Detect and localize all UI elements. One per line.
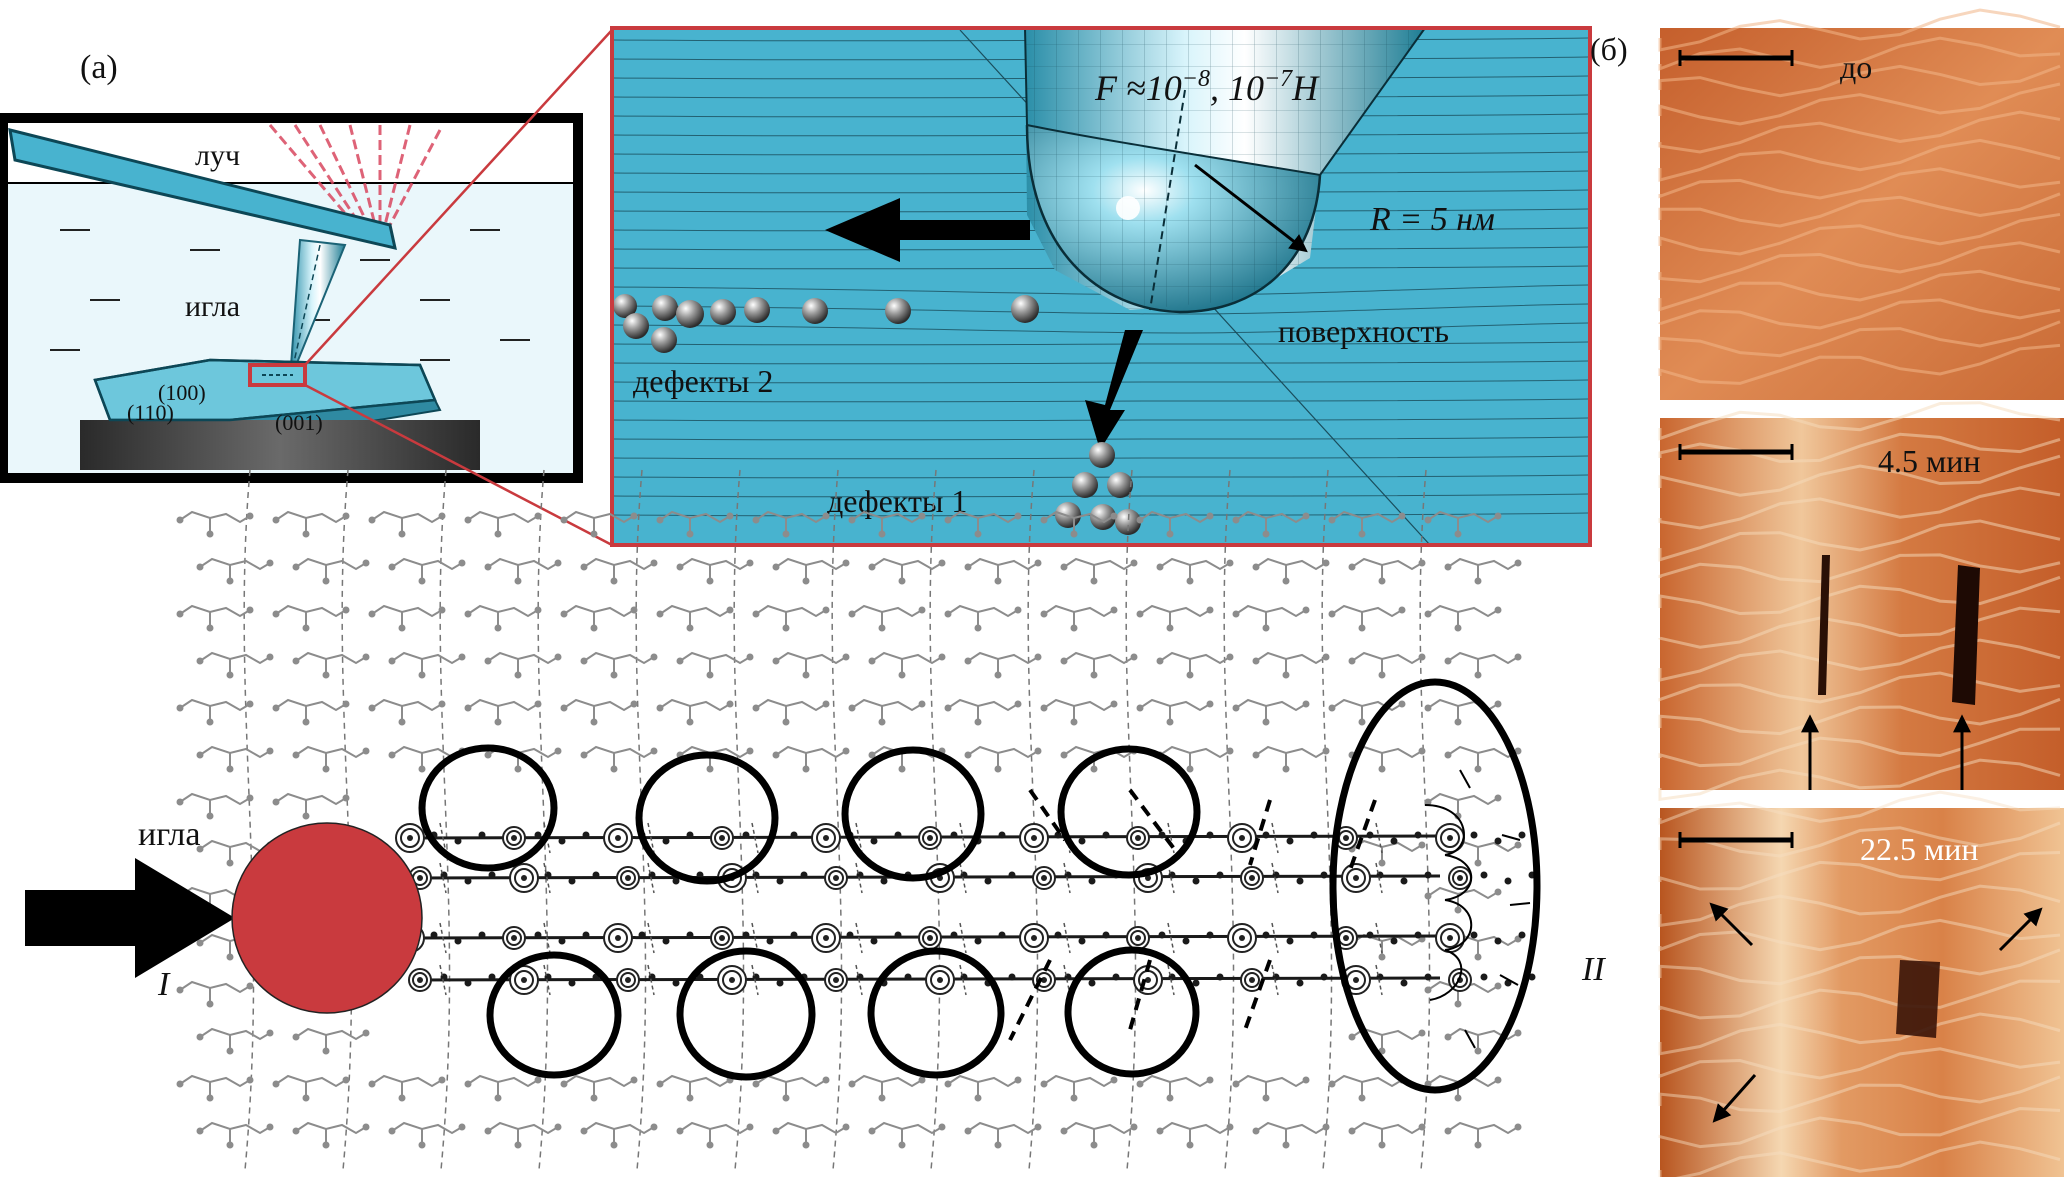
zoom-connectors: [304, 29, 613, 547]
cantilever: [8, 127, 397, 250]
defects-1-label: дефекты 1: [827, 483, 967, 519]
substrate: [80, 420, 480, 470]
radius-arrow: [1194, 163, 1308, 253]
drag-direction-arrow: [825, 198, 1030, 262]
face-100-label: (100): [158, 380, 206, 405]
contact-area-marker: [248, 363, 307, 387]
laser-beam: [268, 124, 442, 226]
setup-schematic: (a) луч: [0, 49, 583, 483]
lattice-tip-label: игла: [138, 816, 200, 853]
radius-label: R = 5 нм: [1369, 201, 1495, 238]
defects-1-cluster: [1055, 442, 1141, 535]
region-i-label: I: [157, 966, 171, 1003]
scratch-1: [1818, 555, 1830, 695]
surface-label: поверхность: [1278, 313, 1449, 349]
afm-image-4-5min: 4.5 мин: [1658, 401, 2064, 802]
background-molecules: [176, 469, 1522, 1171]
indentation-arrow: [1085, 330, 1143, 450]
push-arrow: [25, 858, 235, 978]
time-label-4-5min: 4.5 мин: [1878, 443, 1981, 479]
region-ii-ellipse: [1329, 678, 1541, 1094]
force-label: F ≈10−8, 10−7H: [1094, 66, 1320, 108]
region-ii-waves: [1424, 769, 1531, 1049]
defect-circles: [418, 744, 1201, 1081]
afm-images: (б) до 4.5 мин: [1590, 8, 2064, 1177]
face-001-label: (001): [275, 410, 323, 435]
magnified-inset: F ≈10−8, 10−7H R = 5 нм поверхность дефе…: [610, 26, 1592, 547]
tip-label: игла: [185, 290, 240, 323]
time-label-22-5min: 22.5 мин: [1860, 831, 1979, 867]
afm-tip-small: [289, 238, 347, 381]
scratch-2: [1952, 565, 1980, 705]
dislocation-lines: [1008, 788, 1377, 1041]
wear-pit: [1896, 960, 1940, 1038]
defects-2-label: дефекты 2: [633, 363, 773, 399]
face-110-label: (110): [127, 400, 174, 425]
molecular-chains: [395, 822, 1536, 996]
time-label-before: до: [1840, 49, 1872, 85]
tip-disc: [231, 822, 423, 1014]
region-ii-label: II: [1581, 951, 1606, 988]
beam-label: луч: [195, 139, 240, 172]
molecular-lattice: игла I II: [25, 469, 1606, 1171]
panel-b-label: (б): [1590, 31, 1628, 67]
panel-a-label: (a): [80, 49, 118, 86]
afm-image-22-5min: 22.5 мин: [1658, 790, 2064, 1177]
afm-image-before: до: [1658, 8, 2064, 400]
defects-2-cluster: [613, 294, 1039, 353]
